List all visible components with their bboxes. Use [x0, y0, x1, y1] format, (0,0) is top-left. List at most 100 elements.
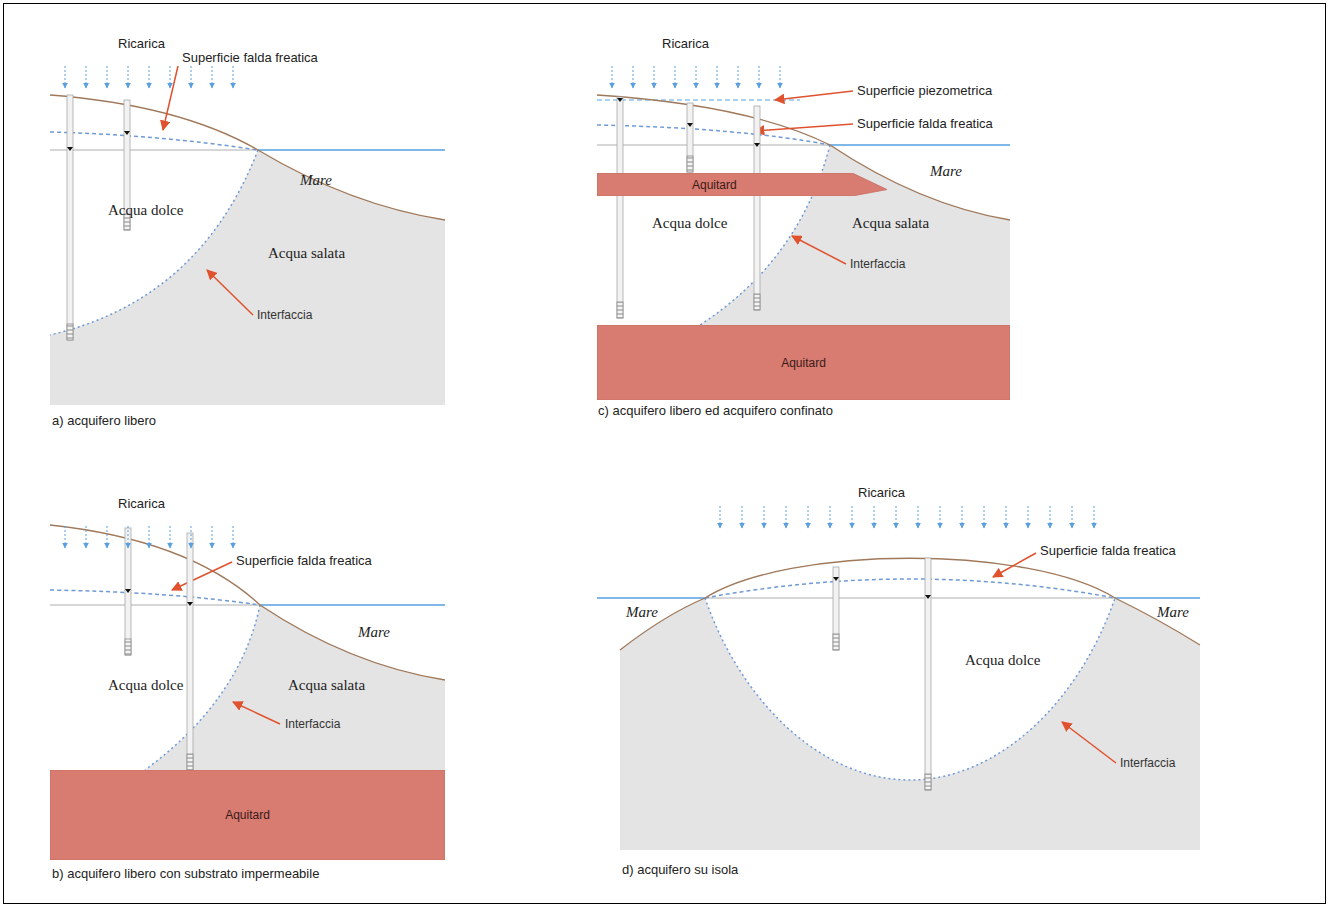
interface-label: Interfaccia [285, 717, 340, 731]
recharge-label: Ricarica [662, 36, 709, 51]
well [833, 567, 839, 650]
panel-caption: c) acquifero libero ed acquifero confina… [598, 403, 833, 418]
recharge-arrow [233, 526, 234, 548]
well-screen [687, 156, 693, 172]
sea-label: Mare [300, 172, 332, 189]
recharge-arrow [86, 66, 87, 88]
zone-label: Acqua salata [288, 677, 365, 694]
water-level-mark [833, 577, 839, 581]
aquitard-label: Aquitard [692, 178, 737, 192]
zone-label: Acqua salata [852, 215, 929, 232]
recharge-arrow [786, 506, 787, 528]
interface-label: Interfaccia [1120, 756, 1175, 770]
aquitard-fill [597, 325, 1010, 400]
aquitard-shape [597, 173, 887, 196]
recharge-arrow [612, 66, 613, 88]
wells [67, 95, 931, 790]
recharge-label: Ricarica [118, 496, 165, 511]
well-screen [925, 774, 931, 790]
aquitard-label: Aquitard [781, 356, 826, 370]
recharge-arrow [633, 66, 634, 88]
well [187, 533, 193, 770]
recharge-arrow [107, 526, 108, 548]
aquitard-label: Aquitard [225, 808, 270, 822]
water-level-mark [67, 147, 73, 151]
recharge-arrow [170, 66, 171, 88]
recharge-arrow [984, 506, 985, 528]
interface-label: Interfaccia [257, 308, 312, 322]
recharge-arrow [107, 66, 108, 88]
recharge-arrow [940, 506, 941, 528]
recharge-arrow [191, 66, 192, 88]
recharge-arrow [233, 66, 234, 88]
recharge-arrow [918, 506, 919, 528]
well-screen [125, 639, 131, 655]
well [67, 95, 73, 340]
recharge-arrow [717, 66, 718, 88]
recharge-arrow [1006, 506, 1007, 528]
recharge-arrow [212, 526, 213, 548]
recharge-arrow [65, 66, 66, 88]
panel-caption: b) acquifero libero con substrato imperm… [52, 866, 319, 881]
well [687, 103, 693, 172]
panel-c [597, 91, 1010, 325]
panel-caption: d) acquifero su isola [622, 862, 738, 877]
sea-label: Mare [358, 624, 390, 641]
surface-label: Superficie falda freatica [236, 553, 372, 568]
panel-a [50, 66, 445, 405]
recharge-arrow [212, 66, 213, 88]
water-level-mark [687, 123, 693, 127]
interface-label: Interfaccia [850, 257, 905, 271]
sea-label: Mare [930, 163, 962, 180]
aquitard-band: Aquitard [50, 770, 445, 860]
zone-label: Acqua dolce [108, 677, 183, 694]
well-screen [833, 634, 839, 650]
recharge-arrow [1094, 506, 1095, 528]
aquitard-band: Aquitard [597, 173, 887, 196]
aquitard-fill [597, 173, 887, 196]
zone-label: Acqua dolce [965, 652, 1040, 669]
water-level-mark [925, 595, 931, 599]
recharge-arrow [759, 66, 760, 88]
zone-label: Acqua salata [268, 245, 345, 262]
recharge-arrow [738, 66, 739, 88]
surface-label: Superficie falda freatica [1040, 543, 1176, 558]
aquitard-fill [50, 770, 445, 860]
recharge-arrow [742, 506, 743, 528]
water-level-mark [125, 589, 131, 593]
recharge-arrow [128, 66, 129, 88]
recharge-arrow [1028, 506, 1029, 528]
recharge-arrow [191, 526, 192, 548]
sea-label: Mare [1157, 604, 1189, 621]
recharge-arrow [170, 526, 171, 548]
recharge-arrow [780, 66, 781, 88]
recharge-label: Ricarica [858, 485, 905, 500]
recharge-arrow [1072, 506, 1073, 528]
recharge-arrow [830, 506, 831, 528]
recharge-arrow [852, 506, 853, 528]
panel-b [50, 525, 445, 770]
frame [4, 4, 1326, 904]
recharge-arrow [720, 506, 721, 528]
well-screen [617, 302, 623, 318]
water-level-mark [187, 602, 193, 606]
water-level-mark [617, 98, 623, 102]
zone-label: Acqua dolce [108, 202, 183, 219]
recharge-arrow [675, 66, 676, 88]
recharge-arrow [808, 506, 809, 528]
recharge-arrow [764, 506, 765, 528]
recharge-arrow [1050, 506, 1051, 528]
recharge-arrow [149, 526, 150, 548]
water-level-mark [754, 143, 760, 147]
recharge-arrow [128, 526, 129, 548]
aquitard-band: Aquitard [597, 325, 1010, 400]
surface-label: Superficie falda freatica [182, 50, 318, 65]
recharge-arrow [896, 506, 897, 528]
recharge-arrow [696, 66, 697, 88]
well [925, 558, 931, 790]
sea-label: Mare [626, 604, 658, 621]
recharge-arrows [65, 66, 1094, 548]
recharge-arrow [149, 66, 150, 88]
well-screen [187, 754, 193, 770]
panel-caption: a) acquifero libero [52, 413, 156, 428]
